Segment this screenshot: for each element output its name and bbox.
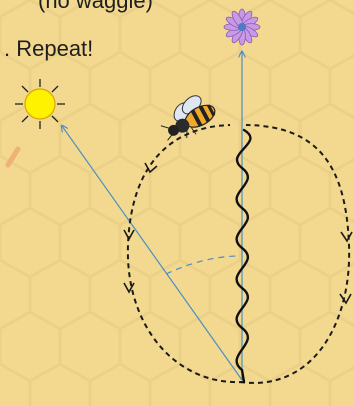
flower-icon <box>223 8 261 46</box>
loop-arrow <box>123 229 135 241</box>
sun-direction-line <box>62 126 243 381</box>
repeat-step-label: . Repeat! <box>4 36 94 61</box>
right-return-loop <box>239 124 351 384</box>
orange-mark <box>5 146 21 168</box>
previous-step-caption: (no waggle) <box>38 0 153 13</box>
bee-icon <box>160 95 216 141</box>
loop-arrow <box>339 293 352 305</box>
left-return-loop <box>126 124 245 384</box>
waggle-run <box>235 128 252 384</box>
loop-arrow <box>144 162 158 174</box>
sun-icon <box>15 79 65 129</box>
loop-arrow <box>340 231 353 243</box>
loop-arrow <box>123 282 135 294</box>
angle-arc <box>165 255 241 275</box>
